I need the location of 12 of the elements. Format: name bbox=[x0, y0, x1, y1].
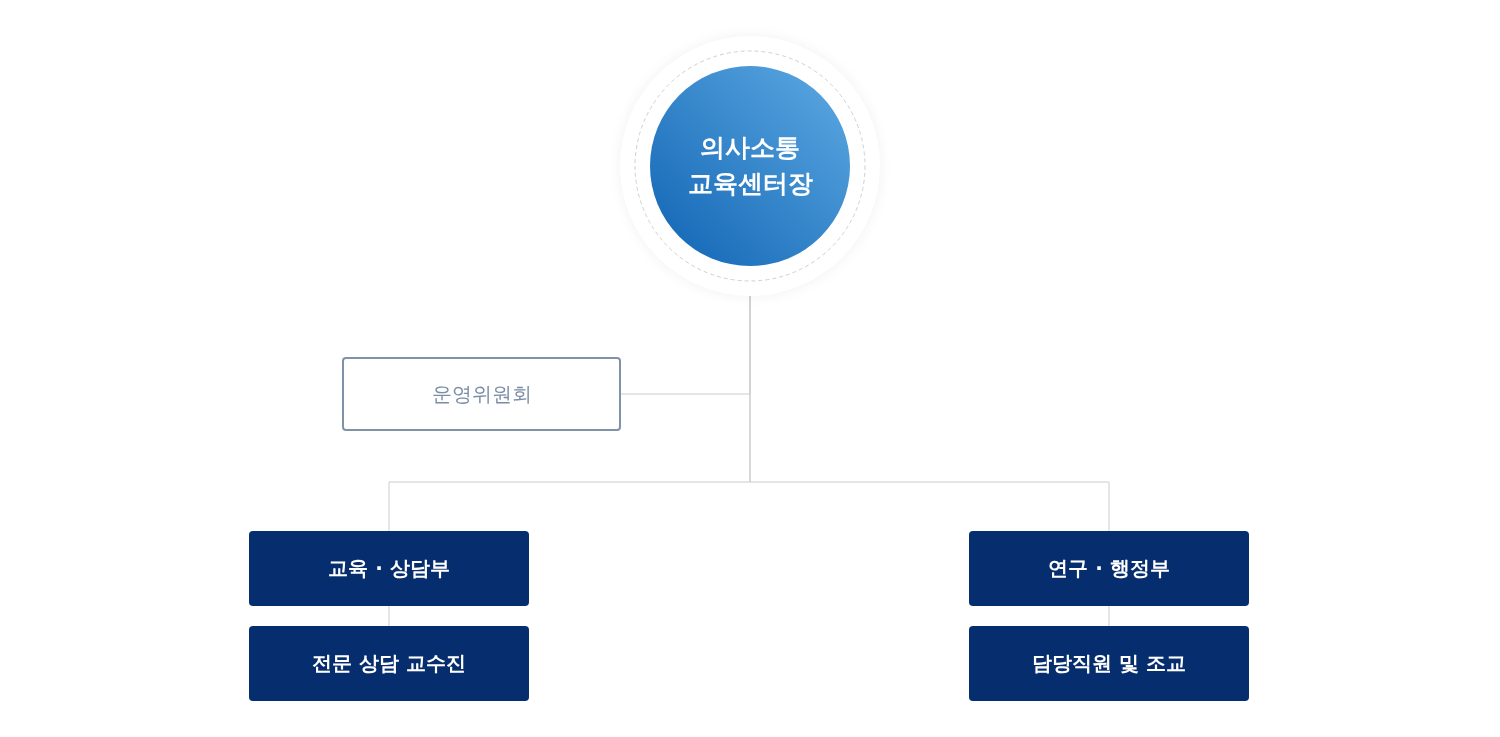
node-label: 전문 상담 교수진 bbox=[312, 650, 466, 677]
node-label: 교육 · 상담부 bbox=[328, 555, 450, 582]
node-label: 담당직원 및 조교 bbox=[1032, 650, 1186, 677]
connector-line bbox=[749, 295, 1110, 532]
node-label: 의사소통 교육센터장 bbox=[686, 131, 814, 200]
staff-box bbox=[249, 626, 529, 701]
department-box bbox=[969, 531, 1249, 606]
committee-box bbox=[342, 357, 621, 431]
node-label: 연구 · 행정부 bbox=[1048, 555, 1170, 582]
node-label: 운영위원회 bbox=[431, 380, 532, 408]
department-box bbox=[249, 531, 529, 606]
staff-box bbox=[969, 626, 1249, 701]
